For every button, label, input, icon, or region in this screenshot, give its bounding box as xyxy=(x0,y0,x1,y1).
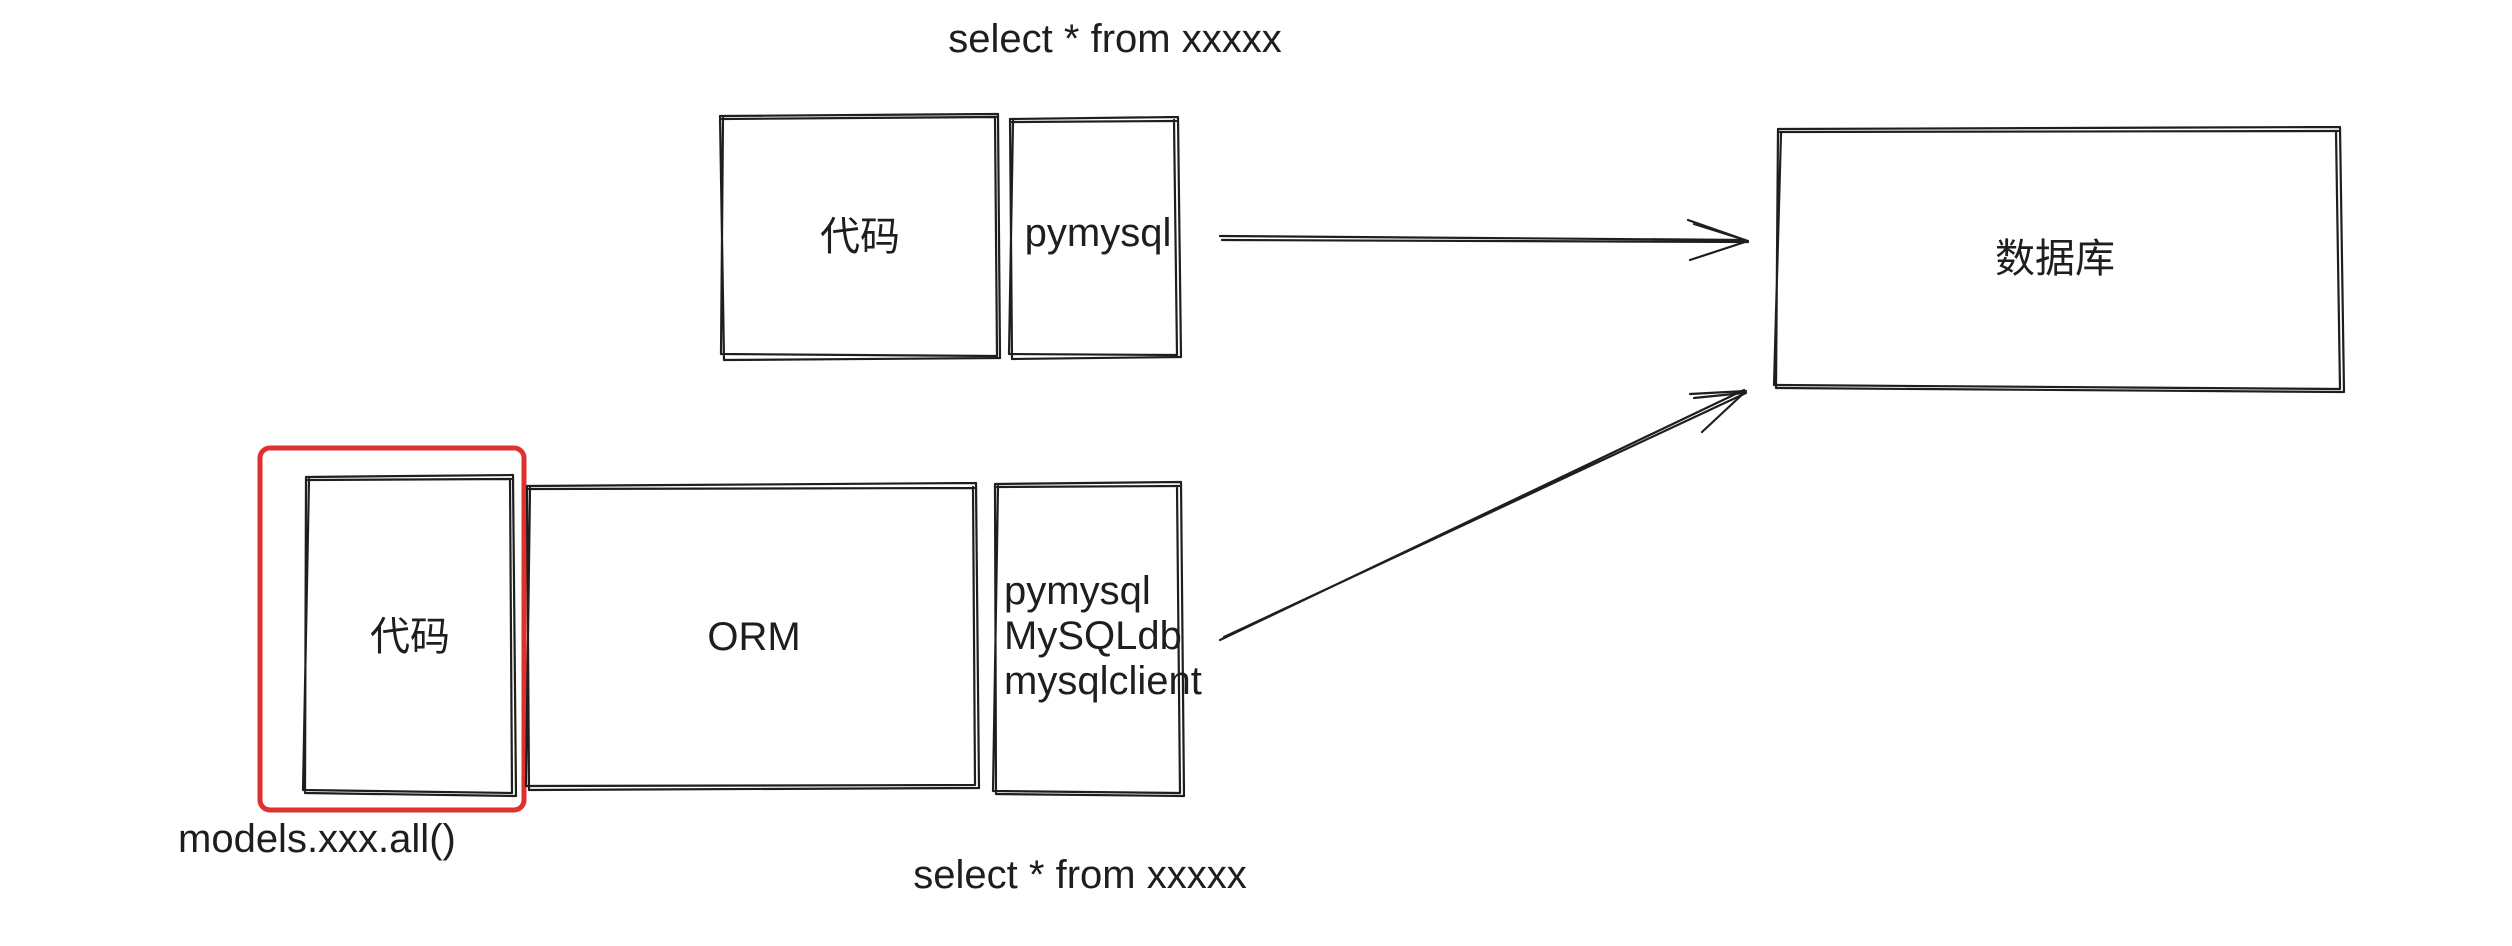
database-label: 数据库 xyxy=(1995,236,2115,282)
bottom-driver-label-2: MySQLdb xyxy=(1004,614,1182,658)
database-box: 数据库 xyxy=(1772,125,2346,394)
top-driver-box: pymysql xyxy=(1007,115,1183,361)
bottom-code-box: 代码 xyxy=(301,473,518,798)
top-arrow xyxy=(1218,218,1750,262)
orm-box: ORM xyxy=(524,481,981,792)
orm-call-caption: models.xxx.all() xyxy=(178,817,456,861)
bottom-code-label: 代码 xyxy=(370,614,450,660)
top-sql-caption: select * from xxxxx xyxy=(948,17,1281,61)
bottom-sql-caption: select * from xxxxx xyxy=(913,853,1246,897)
bottom-driver-box: pymysql MySQLdb mysqlclient xyxy=(991,480,1202,798)
top-driver-label: pymysql xyxy=(1025,211,1172,255)
highlight-frame xyxy=(257,445,527,813)
orm-label: ORM xyxy=(707,615,800,659)
top-code-label: 代码 xyxy=(820,214,900,260)
top-code-box: 代码 xyxy=(718,112,1002,362)
bottom-driver-label-1: pymysql xyxy=(1004,569,1151,613)
bottom-arrow xyxy=(1218,388,1748,642)
bottom-driver-label-3: mysqlclient xyxy=(1004,659,1202,703)
